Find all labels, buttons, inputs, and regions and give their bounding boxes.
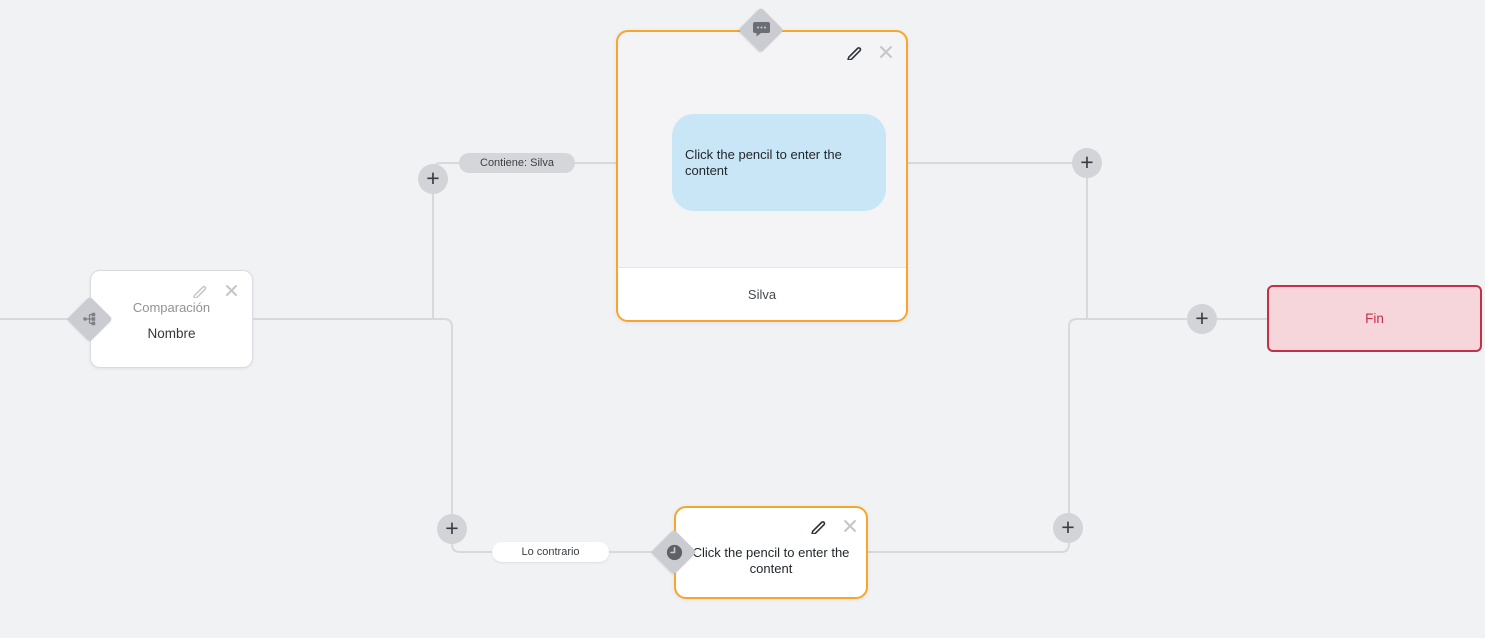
close-icon[interactable] bbox=[878, 44, 894, 60]
condition-subtitle: Nombre bbox=[147, 326, 196, 341]
plus-icon: + bbox=[1080, 148, 1094, 175]
edge-fallback-to-fin bbox=[868, 318, 1267, 553]
message-bubble: Click the pencil to enter the content bbox=[672, 114, 886, 211]
fallback-node[interactable]: Click the pencil to enter the content bbox=[674, 506, 868, 599]
add-node-button-fallback-output[interactable]: + bbox=[1053, 513, 1083, 543]
edit-pencil-icon[interactable] bbox=[846, 44, 862, 60]
close-icon[interactable] bbox=[842, 518, 858, 534]
add-node-button-otherwise-branch[interactable]: + bbox=[437, 514, 467, 544]
edge-condition-to-message bbox=[432, 162, 617, 319]
fin-node[interactable]: Fin bbox=[1267, 285, 1482, 352]
message-diamond-badge bbox=[738, 7, 784, 53]
add-node-button-message-output[interactable]: + bbox=[1072, 148, 1102, 178]
condition-node[interactable]: Comparación Nombre bbox=[90, 270, 253, 368]
condition-title: Comparación bbox=[132, 300, 211, 315]
condition-diamond-badge bbox=[67, 296, 113, 342]
hierarchy-icon bbox=[74, 303, 106, 335]
edit-pencil-icon[interactable] bbox=[810, 518, 826, 534]
edge-label-otherwise: Lo contrario bbox=[492, 542, 609, 562]
plus-icon: + bbox=[1195, 304, 1209, 331]
edit-pencil-icon[interactable] bbox=[191, 282, 207, 298]
plus-icon: + bbox=[426, 164, 440, 191]
edge-message-to-merge bbox=[908, 162, 1088, 318]
close-icon[interactable] bbox=[223, 282, 239, 298]
fallback-text: Click the pencil to enter the content bbox=[692, 545, 850, 576]
clock-icon bbox=[658, 536, 690, 568]
add-node-button-fin-input[interactable]: + bbox=[1187, 304, 1217, 334]
message-footer-label: Silva bbox=[618, 267, 906, 320]
message-bubble-text: Click the pencil to enter the content bbox=[685, 146, 842, 178]
chat-bubble-icon bbox=[745, 14, 777, 46]
plus-icon: + bbox=[1061, 513, 1075, 540]
fallback-diamond-badge bbox=[651, 529, 697, 575]
edge-label-contains: Contiene: Silva bbox=[459, 153, 575, 173]
plus-icon: + bbox=[445, 514, 459, 541]
message-node[interactable]: Click the pencil to enter the content Si… bbox=[616, 30, 908, 322]
add-node-button-contains-branch[interactable]: + bbox=[418, 164, 448, 194]
edge-condition-to-fallback bbox=[253, 318, 674, 553]
